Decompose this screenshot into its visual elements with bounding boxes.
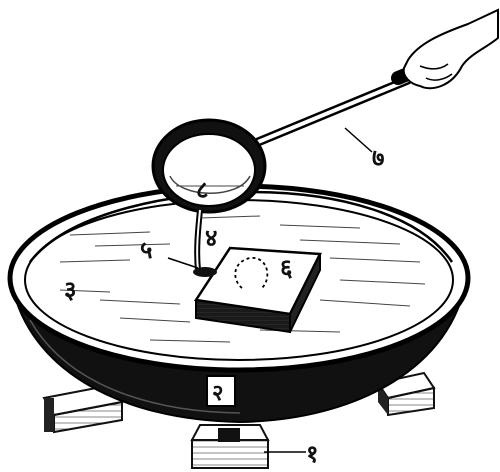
label-5: ५ bbox=[140, 235, 152, 264]
hand bbox=[404, 10, 498, 88]
label-1: १ bbox=[306, 439, 318, 468]
support-block-front bbox=[192, 425, 268, 468]
label-2: २ bbox=[212, 380, 223, 406]
label-4: ४ bbox=[205, 223, 217, 252]
label-8: ८ bbox=[196, 175, 208, 204]
label-6: ६ bbox=[280, 253, 292, 282]
label-7: ७ bbox=[372, 143, 384, 172]
label-3: ३ bbox=[64, 275, 76, 304]
